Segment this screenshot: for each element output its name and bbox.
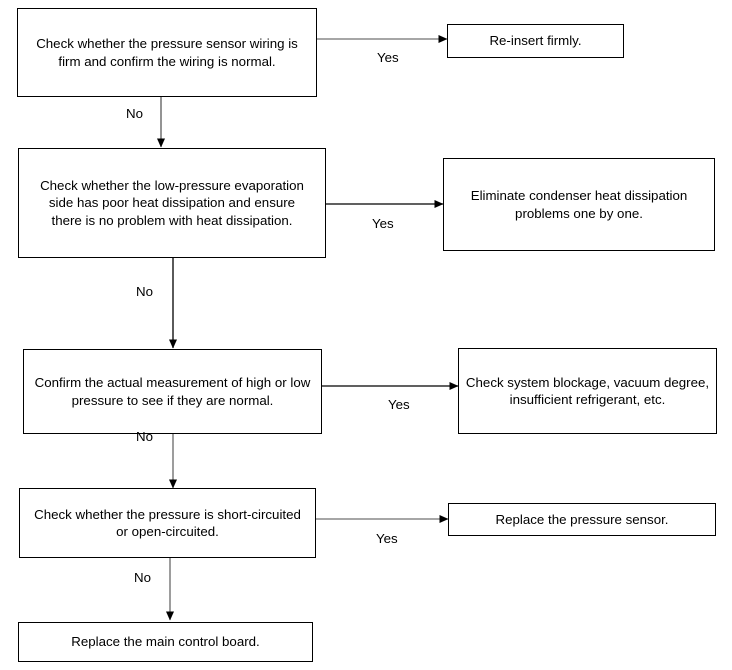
- edge-label-yes-2: Yes: [372, 216, 394, 231]
- edge-label-no-4: No: [134, 570, 151, 585]
- node-eliminate-condenser[interactable]: Eliminate condenser heat dissipation pro…: [443, 158, 715, 251]
- node-confirm-measurement[interactable]: Confirm the actual measurement of high o…: [23, 349, 322, 434]
- node-check-blockage[interactable]: Check system blockage, vacuum degree, in…: [458, 348, 717, 434]
- node-replace-sensor[interactable]: Replace the pressure sensor.: [448, 503, 716, 536]
- node-reinsert-firmly[interactable]: Re-insert firmly.: [447, 24, 624, 58]
- node-check-low-pressure-evaporation[interactable]: Check whether the low-pressure evaporati…: [18, 148, 326, 258]
- edge-label-no-2: No: [136, 284, 153, 299]
- node-check-short-open[interactable]: Check whether the pressure is short-circ…: [19, 488, 316, 558]
- edge-label-yes-3: Yes: [388, 397, 410, 412]
- edge-label-yes-4: Yes: [376, 531, 398, 546]
- node-check-wiring[interactable]: Check whether the pressure sensor wiring…: [17, 8, 317, 97]
- edge-label-yes-1: Yes: [377, 50, 399, 65]
- edge-label-no-1: No: [126, 106, 143, 121]
- edge-label-no-3: No: [136, 429, 153, 444]
- node-replace-main-board[interactable]: Replace the main control board.: [18, 622, 313, 662]
